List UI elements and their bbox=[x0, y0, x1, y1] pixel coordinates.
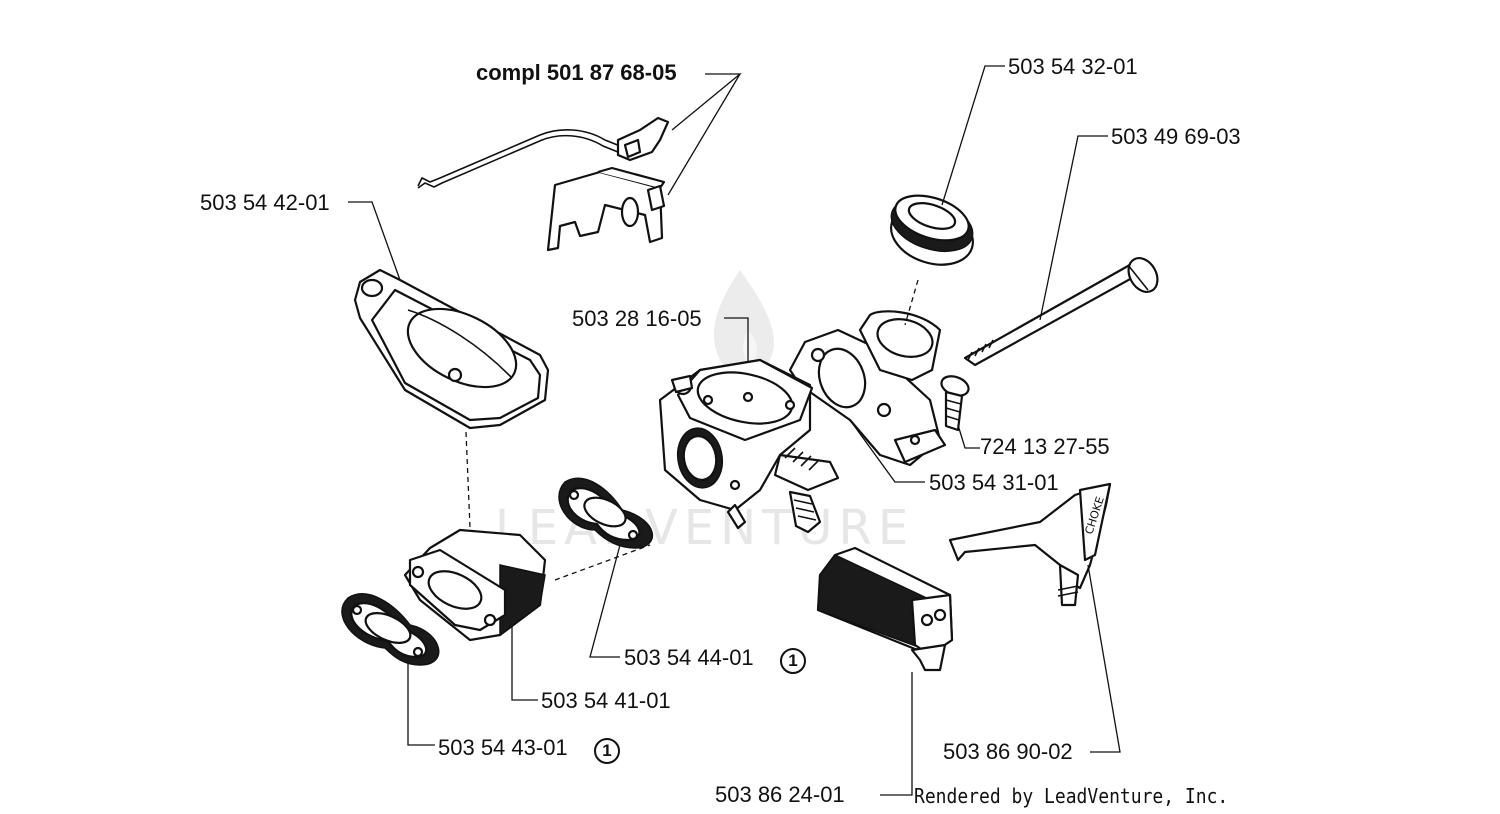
long-bolt-part bbox=[963, 257, 1159, 367]
label-screw: 724 13 27-55 bbox=[980, 434, 1110, 459]
assembly-label: compl 501 87 68-05 bbox=[476, 60, 677, 85]
spacer-block-part bbox=[403, 528, 547, 642]
gasket-lower-part bbox=[341, 593, 440, 666]
label-choke-lever: 503 86 90-02 bbox=[943, 739, 1073, 764]
label-intake-flange: 503 54 31-01 bbox=[929, 470, 1059, 495]
wire-rod-part bbox=[417, 116, 670, 189]
slide-plate-part bbox=[546, 166, 666, 252]
label-bolt: 503 49 69-03 bbox=[1111, 124, 1241, 149]
label-spacer: 503 54 41-01 bbox=[541, 688, 671, 713]
label-gasket-lower: 503 54 43-01 bbox=[438, 735, 568, 760]
credit-text: Rendered by LeadVenture, Inc. bbox=[914, 784, 1229, 808]
choke-lever-part: CHOKE bbox=[948, 482, 1112, 607]
label-bracket: 503 54 42-01 bbox=[200, 190, 330, 215]
label-carburetor: 503 28 16-05 bbox=[572, 306, 702, 331]
gasket-upper-part bbox=[558, 477, 653, 549]
carburetor-part bbox=[658, 358, 840, 534]
label-wire-lever: 503 54 32-01 bbox=[1008, 54, 1138, 79]
reference-marker: 1 bbox=[780, 648, 806, 674]
filter-block-part bbox=[816, 546, 954, 672]
leader-lines bbox=[348, 65, 1121, 796]
mount-bracket-part bbox=[353, 268, 550, 430]
seal-ring-part bbox=[890, 194, 974, 266]
reference-marker: 1 bbox=[594, 738, 620, 764]
watermark-flame-icon bbox=[713, 270, 774, 375]
label-gasket-upper: 503 54 44-01 bbox=[624, 645, 754, 670]
label-filter-block: 503 86 24-01 bbox=[715, 782, 845, 807]
intake-flange-part bbox=[788, 310, 947, 467]
screw-part bbox=[940, 375, 970, 432]
